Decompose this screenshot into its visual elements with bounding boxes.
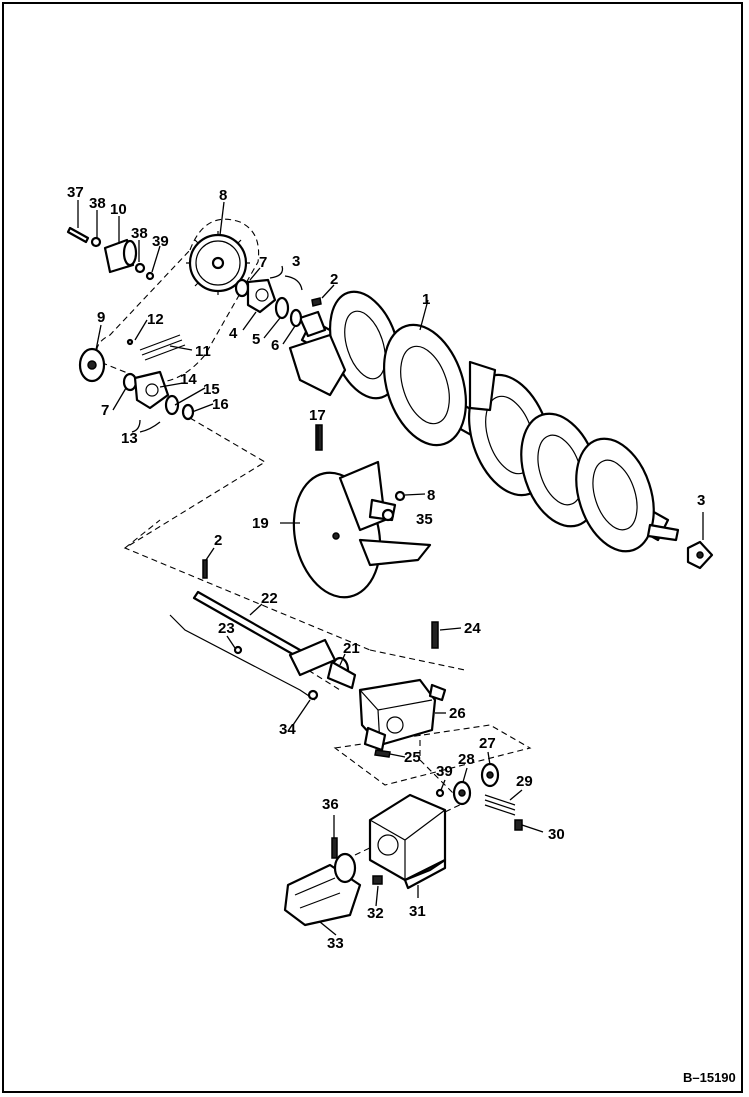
callout-3: 3: [292, 253, 300, 270]
callout-12: 12: [147, 311, 164, 328]
callout-39: 39: [152, 233, 169, 250]
callout-8: 8: [427, 487, 435, 504]
callout-32: 32: [367, 905, 384, 922]
callout-36: 36: [322, 796, 339, 813]
sprocket-8: [186, 231, 250, 295]
leader-lines: [77, 200, 704, 936]
callout-16: 16: [212, 396, 229, 413]
idler-parts: [66, 226, 155, 281]
impeller-assembly: [292, 424, 432, 599]
motor-mount-31: [368, 793, 447, 890]
callout-39: 39: [436, 763, 453, 780]
callout-25: 25: [404, 749, 421, 766]
callout-8: 8: [219, 187, 227, 204]
motor-drive-parts: [435, 762, 523, 831]
figure-id: B–15190: [683, 1070, 736, 1085]
callout-17: 17: [309, 407, 326, 424]
auger-assembly: [288, 290, 680, 553]
upper-bearing-parts: [234, 278, 322, 328]
callout-19: 19: [252, 515, 269, 532]
callout-14: 14: [180, 371, 197, 388]
callout-2: 2: [330, 271, 338, 288]
hydraulic-motor-33: [283, 837, 383, 927]
coupling-21: [288, 638, 357, 690]
callout-3: 3: [697, 492, 705, 509]
drive-shaft-parts: [169, 559, 319, 701]
callout-29: 29: [516, 773, 533, 790]
callout-37: 37: [67, 184, 84, 201]
callout-1: 1: [422, 291, 430, 308]
callout-21: 21: [343, 640, 360, 657]
callout-7: 7: [101, 402, 109, 419]
callout-9: 9: [97, 309, 105, 326]
callout-31: 31: [409, 903, 426, 920]
callout-7: 7: [259, 254, 267, 271]
callout-23: 23: [218, 620, 235, 637]
callout-13: 13: [121, 430, 138, 447]
callout-11: 11: [195, 343, 211, 360]
callout-35: 35: [416, 511, 433, 528]
callout-38: 38: [131, 225, 148, 242]
callout-33: 33: [327, 935, 344, 952]
callout-30: 30: [548, 826, 565, 843]
callout-5: 5: [252, 331, 260, 348]
drive-sprocket-9: [78, 334, 186, 383]
callout-2: 2: [214, 532, 222, 549]
callout-27: 27: [479, 735, 496, 752]
callout-38: 38: [89, 195, 106, 212]
callout-10: 10: [110, 201, 127, 218]
callout-22: 22: [261, 590, 278, 607]
gearbox-26: [358, 621, 447, 758]
callout-15: 15: [203, 381, 220, 398]
callout-6: 6: [271, 337, 279, 354]
lower-bearing-parts: [122, 370, 195, 421]
callout-24: 24: [464, 620, 481, 637]
callout-28: 28: [458, 751, 475, 768]
callout-34: 34: [279, 721, 296, 738]
end-bearing-3: [686, 540, 714, 570]
callout-26: 26: [449, 705, 466, 722]
callout-labels: 37 38 10 38 39 8 7 3 2 1 4 5 6 9 12 11 7…: [67, 184, 705, 952]
callout-4: 4: [229, 325, 238, 342]
